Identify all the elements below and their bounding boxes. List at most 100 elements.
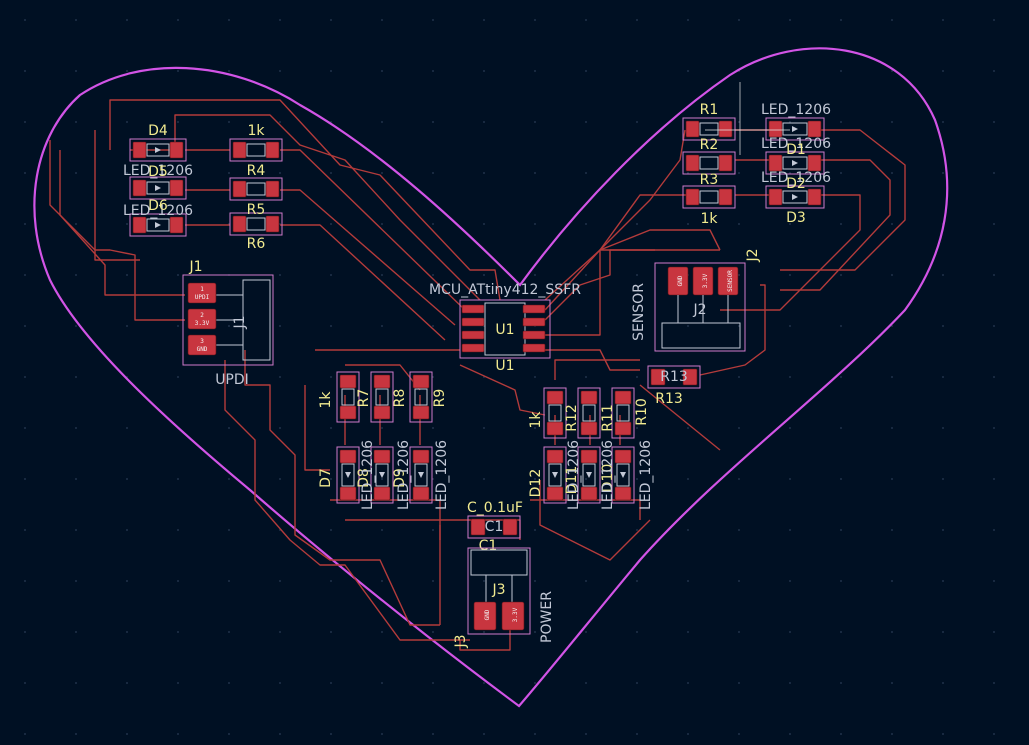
led-d1-pad[interactable] [768,120,783,138]
r13-pad[interactable] [650,368,666,386]
u1-pad[interactable] [461,343,485,353]
resistor-r10-pad[interactable] [614,390,632,405]
led-d7-pad[interactable] [339,486,357,501]
trace[interactable] [109,99,501,301]
resistor-r7[interactable] [336,371,360,423]
j1-pad-1[interactable] [187,282,217,304]
j1-pad-3[interactable] [187,334,217,356]
resistor-r13[interactable]: R13 R13 [647,365,701,407]
led-d12[interactable] [543,446,567,504]
resistor-r8[interactable] [370,371,394,423]
trace[interactable] [554,359,640,380]
trace[interactable] [639,384,721,451]
trace[interactable] [304,385,330,471]
trace[interactable] [599,194,690,251]
led-d3-pad[interactable] [807,188,822,206]
led-d1[interactable] [765,117,825,141]
resistor-r3-pad[interactable] [718,188,733,206]
resistor-r3[interactable] [682,185,736,209]
trace[interactable] [280,189,456,326]
led-d9[interactable] [409,446,433,504]
led-d5-pad[interactable] [169,179,184,197]
trace[interactable] [459,625,511,651]
led-d8[interactable] [370,446,394,504]
resistor-r7-pad[interactable] [339,374,357,389]
connector-j1[interactable]: 1 UPDI 2 3.3V 3 GND J1 J1 UPDI [182,259,274,388]
led-d8-pad[interactable] [373,486,391,501]
resistor-r9-pad[interactable] [412,405,430,420]
resistor-r7-pad[interactable] [339,405,357,420]
trace[interactable] [699,284,766,376]
resistor-r11-pad[interactable] [580,421,598,436]
u1-pad[interactable] [522,317,546,327]
led-d10-pad[interactable] [614,449,632,464]
resistor-r12[interactable] [543,387,567,439]
resistor-r3-pad[interactable] [685,188,700,206]
trace[interactable] [530,499,641,520]
led-d4-pad[interactable] [169,141,184,159]
resistor-r1[interactable] [682,117,736,141]
footprints[interactable] [129,117,825,504]
u1-pad[interactable] [522,304,546,314]
board-edge-outline[interactable] [33,47,949,708]
resistor-r10-pad[interactable] [614,421,632,436]
led-d5-pad[interactable] [132,179,147,197]
resistor-r1-pad[interactable] [718,120,733,138]
trace[interactable] [780,129,906,271]
resistor-r8-pad[interactable] [373,374,391,389]
led-d12-pad[interactable] [546,486,564,501]
led-d11[interactable] [577,446,601,504]
led-d5[interactable] [129,176,187,200]
resistor-r2-pad[interactable] [685,154,700,172]
led-d11-pad[interactable] [580,486,598,501]
trace[interactable] [94,130,140,261]
resistor-r5-pad[interactable] [265,180,280,198]
u1-pad[interactable] [461,317,485,327]
c1-pad[interactable] [502,518,518,536]
trace[interactable] [544,129,686,301]
connector-j2[interactable]: GND 3.3V SENSOR J2 J2 SENSOR [631,248,761,352]
j3-pad-1[interactable] [473,601,497,631]
resistor-r4-pad[interactable] [232,141,247,159]
resistor-r10[interactable] [611,387,635,439]
u1-pad[interactable] [522,343,546,353]
led-d3[interactable] [765,185,825,209]
capacitor-c1[interactable]: C1 C_0.1uF C1 [467,500,523,554]
led-d4[interactable] [129,138,187,162]
j3-pad-2[interactable] [501,601,525,631]
trace[interactable] [280,149,466,311]
led-d6-pad[interactable] [169,216,184,234]
connector-j3[interactable]: GND 3.3V J3 J3 POWER [453,547,555,649]
led-d8-pad[interactable] [373,449,391,464]
resistor-r6-pad[interactable] [232,215,247,233]
r13-pad[interactable] [682,368,698,386]
led-d1-pad[interactable] [807,120,822,138]
led-d7[interactable] [336,446,360,504]
resistor-r4-pad[interactable] [265,141,280,159]
led-d11-pad[interactable] [580,449,598,464]
trace[interactable] [244,350,440,626]
resistor-r9[interactable] [409,371,433,423]
trace[interactable] [224,360,470,641]
u1-pad[interactable] [461,330,485,340]
trace[interactable] [49,140,185,321]
trace[interactable] [780,159,891,291]
led-d2[interactable] [765,151,825,175]
resistor-r4[interactable] [229,138,283,162]
resistor-r8-pad[interactable] [373,405,391,420]
resistor-r11-pad[interactable] [580,390,598,405]
led-d10-pad[interactable] [614,486,632,501]
trace[interactable] [720,194,861,311]
resistor-r11[interactable] [577,387,601,439]
resistor-r6-pad[interactable] [265,215,280,233]
trace[interactable] [59,150,185,296]
j1-pad-2[interactable] [187,308,217,330]
led-d9-pad[interactable] [412,486,430,501]
led-d6-pad[interactable] [132,216,147,234]
resistor-r9-pad[interactable] [412,374,430,389]
trace[interactable] [544,229,721,311]
resistor-r1-pad[interactable] [685,120,700,138]
trace[interactable] [459,364,546,416]
led-d7-pad[interactable] [339,449,357,464]
